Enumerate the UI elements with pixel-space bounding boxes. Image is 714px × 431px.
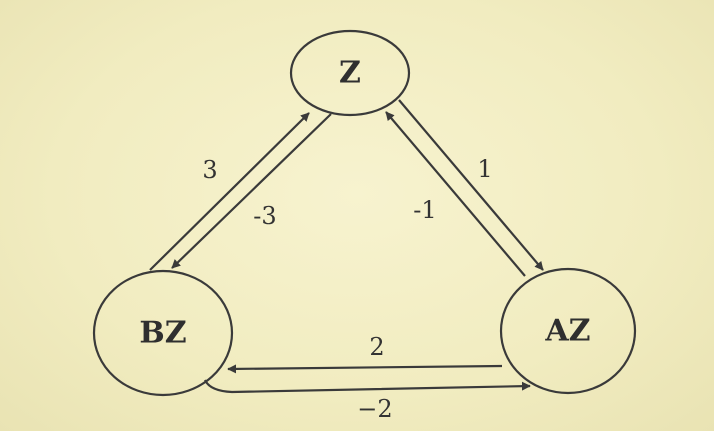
node-bz: BZ xyxy=(92,269,234,397)
edge-bz-to-z xyxy=(149,112,310,271)
node-bz-label: BZ xyxy=(139,316,186,351)
node-az: AZ xyxy=(499,267,637,395)
edge-label-z-to-az: 1 xyxy=(477,155,492,183)
edge-label-bz-to-az: −2 xyxy=(357,395,392,423)
node-az-label: AZ xyxy=(544,314,590,349)
edge-label-z-to-bz: -3 xyxy=(253,202,276,230)
node-bz-circle xyxy=(92,269,234,397)
node-z-label: Z xyxy=(339,56,361,91)
edge-az-to-bz xyxy=(227,364,503,374)
edge-z-to-az xyxy=(398,99,544,271)
edge-label-bz-to-z: 3 xyxy=(202,156,217,184)
edge-az-to-z xyxy=(385,111,526,277)
node-z-circle xyxy=(289,29,411,117)
edge-label-az-to-z: -1 xyxy=(413,196,436,224)
edge-bz-to-az xyxy=(203,379,531,394)
node-az-circle xyxy=(499,267,637,395)
edge-z-to-bz xyxy=(171,113,332,269)
node-z: Z xyxy=(289,29,411,117)
edge-label-az-to-bz: 2 xyxy=(369,333,384,361)
